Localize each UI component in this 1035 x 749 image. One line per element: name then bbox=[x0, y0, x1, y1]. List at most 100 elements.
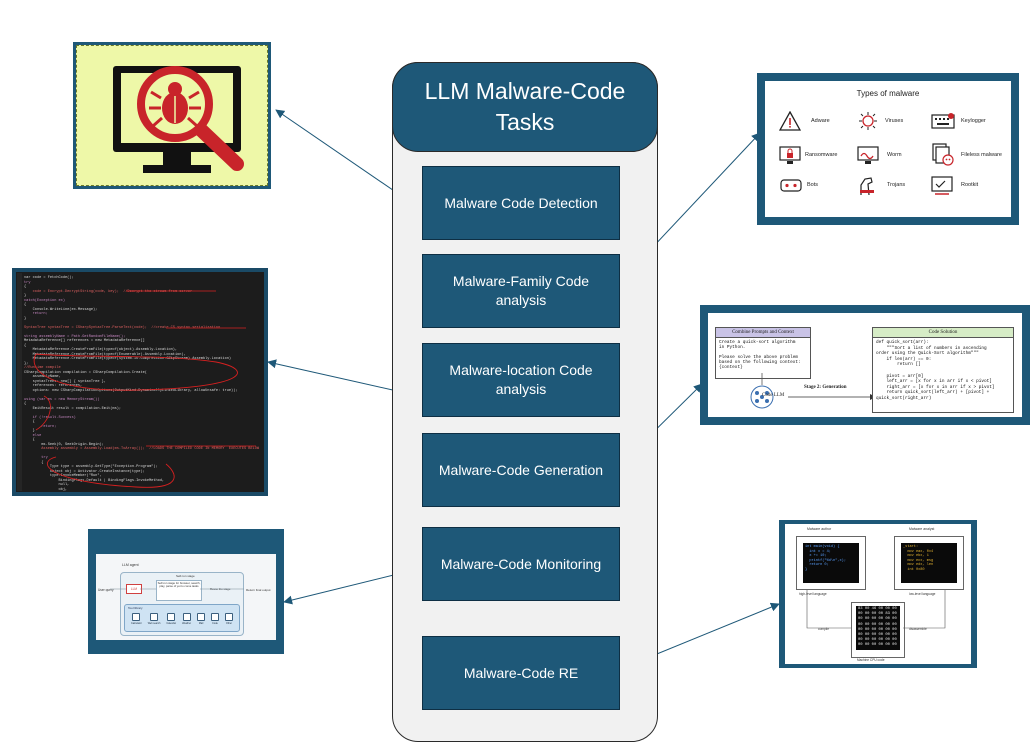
adware-icon bbox=[778, 110, 802, 136]
task-malware-location-analysis[interactable]: Malware-location Code analysis bbox=[422, 343, 620, 417]
solution-line: quick_sort(right_arr) bbox=[876, 395, 932, 401]
bots-icon bbox=[779, 177, 803, 200]
code-line: { bbox=[24, 402, 27, 406]
virus-icon bbox=[857, 111, 879, 136]
c-code-line: int main(void) { bbox=[805, 545, 840, 549]
code-line: SyntaxTree syntaxTree = CSharpSyntaxTree… bbox=[24, 325, 221, 330]
malware-type-label: Bots bbox=[807, 182, 819, 188]
author-window: int main(void) { int x = 4; x += 10; pri… bbox=[796, 536, 866, 590]
malware-type-label: Adware bbox=[811, 118, 830, 124]
high-level-label: high-level language bbox=[799, 592, 827, 596]
task-malware-code-generation[interactable]: Malware-Code Generation bbox=[422, 433, 620, 507]
malware-family-panel: Types of malware Adware Viruses Keylogge… bbox=[757, 73, 1019, 225]
code-line: obj, bbox=[24, 487, 68, 492]
hex-line: 00 00 00 00 00 00 bbox=[858, 643, 897, 648]
code-line: syntaxTrees: new[] { syntaxTree }, bbox=[24, 379, 106, 384]
disassemble-label: disassemble bbox=[909, 627, 927, 631]
tool-icon bbox=[150, 613, 159, 621]
task-malware-code-monitoring[interactable]: Malware-Code Monitoring bbox=[422, 527, 620, 601]
prompt-line: {context} bbox=[719, 365, 743, 370]
solution-line: """Sort a list of numbers in ascending bbox=[876, 345, 987, 351]
code-line: } bbox=[24, 316, 27, 321]
code-line: Console.WriteLine(ex.Message); bbox=[24, 307, 98, 312]
prompt-line: based on the following context: bbox=[719, 360, 801, 365]
solution-line: if len(arr) == 0: bbox=[876, 356, 932, 362]
task-malware-family-analysis[interactable]: Malware-Family Code analysis bbox=[422, 254, 620, 328]
code-llm-label: Code LLM bbox=[762, 393, 785, 398]
tool-label: Calculator bbox=[130, 622, 142, 625]
code-line: MetadataReference.CreateFromFile(typeof(… bbox=[24, 348, 178, 352]
code-line: MetadataReference.CreateFromFile(typeof(… bbox=[24, 352, 186, 357]
prompt-box: Combine Prompts and Context Create a qui… bbox=[715, 327, 811, 379]
code-solution-text: def quick_sort(arr): """Sort a list of n… bbox=[873, 338, 1013, 404]
return-label: Return final output bbox=[246, 588, 271, 592]
tool-label: Code bbox=[212, 622, 218, 625]
task-malware-code-re[interactable]: Malware-Code RE bbox=[422, 636, 620, 710]
code-line: MetadataReference.CreateFromFile(typeof(… bbox=[24, 357, 232, 361]
agent-label: LLM agent bbox=[122, 563, 139, 567]
tool-library-label: Tool library bbox=[128, 606, 143, 610]
tool-label: Web search bbox=[147, 622, 161, 625]
generation-arrow bbox=[788, 394, 876, 400]
code-line: Type type = assembly.GetType("Exception.… bbox=[24, 465, 158, 469]
code-line: references: references, bbox=[24, 384, 83, 388]
tool-item: Calculator bbox=[131, 611, 142, 625]
worm-icon bbox=[857, 145, 879, 170]
code-solution-box: Code Solution def quick_sort(arr): """So… bbox=[872, 327, 1014, 413]
malware-type-label: Keylogger bbox=[961, 118, 986, 124]
code-line: if (!result.Success) bbox=[24, 415, 76, 420]
hex-line: 00 00 00 00 00 00 bbox=[858, 617, 897, 622]
c-code-line: int x = 4; bbox=[805, 549, 831, 554]
malware-analyst-label: Malware analyst bbox=[909, 527, 935, 531]
code-line: ms.Seek(0, SeekOrigin.Begin); bbox=[24, 442, 104, 447]
tool-icon bbox=[197, 613, 206, 621]
hex-line: 00 00 00 00 00 00 bbox=[858, 633, 897, 638]
tool-icon bbox=[224, 613, 233, 621]
solution-line: return [] bbox=[876, 362, 921, 368]
code-line: } bbox=[24, 429, 35, 433]
tool-item: Mail bbox=[197, 611, 206, 625]
fileless-malware-icon bbox=[931, 143, 955, 172]
prompt-line: in Python. bbox=[719, 345, 746, 350]
code-line: { bbox=[24, 303, 27, 307]
malware-author-label: Malware author bbox=[807, 527, 832, 531]
low-level-label: low-level language bbox=[909, 592, 936, 596]
code-line: { bbox=[24, 420, 35, 424]
code-line: code = Encrypt.DecryptString(code, key);… bbox=[24, 289, 193, 294]
rootkit-icon bbox=[931, 175, 955, 202]
code-line: try bbox=[24, 456, 48, 460]
code-line: EmitResult result = compilation.Emit(ms)… bbox=[24, 406, 122, 411]
code-line: try bbox=[24, 280, 31, 285]
solution-line: left_arr = [x for x in arr if x < pivot] bbox=[876, 379, 992, 385]
prompt-line: Create a quick-sort algorithm bbox=[719, 340, 796, 345]
code-line: CSharpCompilation compilation = CSharpCo… bbox=[24, 370, 147, 375]
malware-types-title: Types of malware bbox=[856, 89, 920, 98]
tool-label: Weather bbox=[182, 622, 192, 625]
asm-line: mov ebx, 1 bbox=[903, 554, 929, 559]
c-code-line: return 0; bbox=[805, 563, 829, 568]
malware-detection-icon bbox=[113, 66, 244, 173]
code-line: Assembly assembly = Assembly.Load(ms.ToA… bbox=[24, 447, 260, 451]
re-flow-lines bbox=[806, 590, 946, 629]
c-code-line: } bbox=[805, 567, 808, 572]
malware-type-label: Trojans bbox=[887, 182, 906, 188]
diagram-title: LLM Malware-Code Tasks bbox=[392, 62, 658, 152]
hex-line: 00 00 00 00 00 00 bbox=[858, 638, 897, 643]
ransomware-icon bbox=[779, 145, 801, 170]
code-line: null, bbox=[24, 483, 70, 487]
hex-line: 83 00 46 00 00 00 bbox=[858, 607, 897, 611]
task-malware-code-detection[interactable]: Malware Code Detection bbox=[422, 166, 620, 240]
malware-monitoring-panel: LLM agent User query LLM Self-run stage … bbox=[88, 529, 284, 654]
tool-label: Calendar bbox=[166, 622, 177, 625]
code-line: return; bbox=[24, 312, 48, 316]
code-line: object obj = Activator.CreateInstance(ty… bbox=[24, 469, 145, 474]
c-source-code: int main(void) { int x = 4; x += 10; pri… bbox=[803, 543, 859, 583]
malware-generation-panel: Combine Prompts and Context Create a qui… bbox=[700, 305, 1030, 425]
keylogger-icon bbox=[931, 111, 955, 136]
malware-type-label: Rootkit bbox=[961, 182, 979, 188]
tool-icon bbox=[211, 613, 220, 621]
hex-line: 00 00 00 00 00 00 bbox=[858, 627, 897, 632]
